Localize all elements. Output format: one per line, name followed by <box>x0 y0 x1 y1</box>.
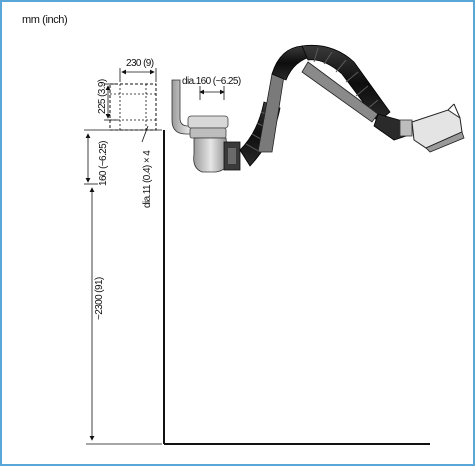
offset-dimension: 160 (~6.25) <box>84 129 162 186</box>
mount-height-label: ~2300 (91) <box>94 277 105 320</box>
duct-diameter-callout: dia.160 (~6.25) <box>182 76 241 100</box>
duct-diameter-label: dia.160 (~6.25) <box>182 76 241 87</box>
offset-label: 160 (~6.25) <box>98 141 109 186</box>
bolt-hole-label: dia.11 (0.4) × 4 <box>142 150 153 208</box>
width-dimension: 230 (9) <box>119 58 157 82</box>
units-label: mm (inch) <box>22 14 68 26</box>
wall-plate <box>109 83 157 131</box>
width-label: 230 (9) <box>126 58 154 69</box>
extraction-arm-illustration <box>171 44 465 173</box>
height-dimension: 225 (3.9) <box>97 79 118 121</box>
bolt-hole-note: dia.11 (0.4) × 4 <box>141 125 153 208</box>
wall-outline <box>163 130 430 445</box>
height-label: 225 (3.9) <box>97 79 108 114</box>
mount-height-dimension: ~2300 (91) <box>86 187 162 445</box>
